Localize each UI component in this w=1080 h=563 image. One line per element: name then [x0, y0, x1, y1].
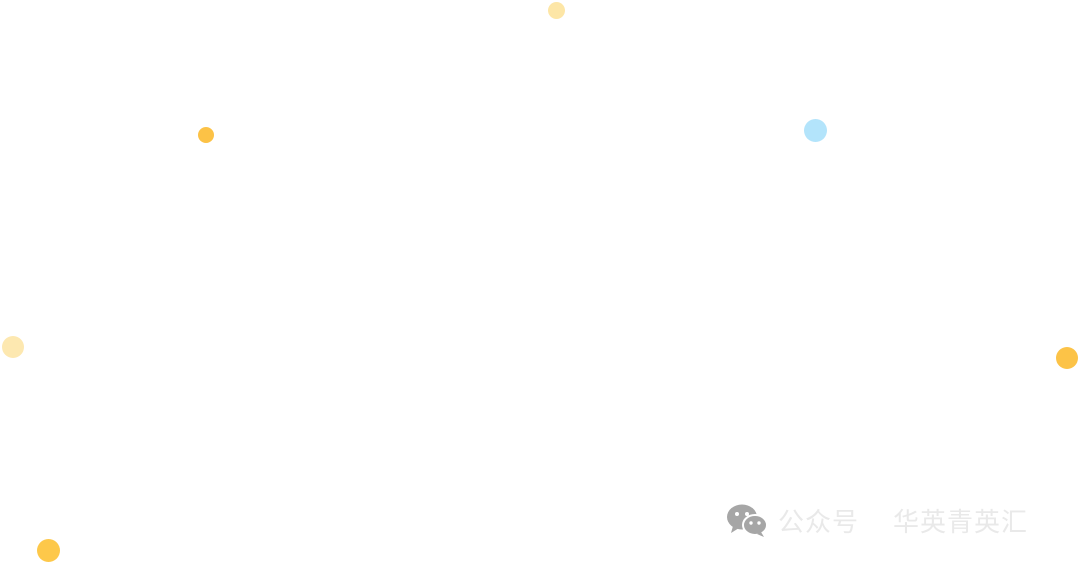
decorative-dot — [2, 336, 24, 358]
decorative-dot — [37, 539, 60, 562]
decorative-dot — [198, 127, 214, 143]
wechat-watermark: 公众号 华英青英汇 — [726, 502, 1028, 538]
decorative-dot — [1056, 347, 1078, 369]
watermark-account-name: 华英青英汇 — [893, 507, 1029, 538]
wechat-icon — [727, 504, 768, 537]
watermark-label: 公众号 — [778, 507, 860, 538]
decorative-dot — [548, 2, 565, 19]
decorative-dot — [804, 119, 827, 142]
